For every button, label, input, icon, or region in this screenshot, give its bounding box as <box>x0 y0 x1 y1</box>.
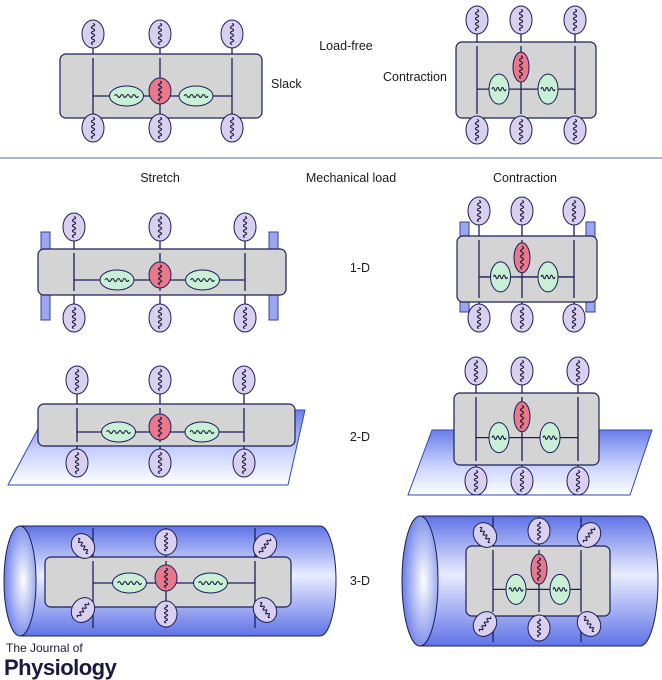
stretch-2d-connector-icon <box>65 365 89 395</box>
contraction-loadfree-connector-icon <box>563 115 587 145</box>
label-contraction-header: Contraction <box>493 171 557 185</box>
contraction-1d-green-connector <box>537 261 559 293</box>
contraction-2d-connector-icon <box>566 466 590 496</box>
stretch-1d-connector-icon <box>62 212 86 242</box>
contraction-2d-red-connector <box>513 401 531 433</box>
label-slack: Slack <box>271 77 302 91</box>
contraction-loadfree-connector-icon <box>465 5 489 35</box>
contraction-1d-connector-icon <box>510 303 534 333</box>
label-load-free: Load-free <box>319 39 373 53</box>
contraction-3d-connector-icon <box>472 611 498 637</box>
stretch-3d-red-connector <box>154 564 178 592</box>
slack-connector-icon <box>81 113 105 143</box>
stretch-1d-connector-icon <box>148 303 172 333</box>
contraction-loadfree-green-connector <box>488 73 510 105</box>
logo-line1: The Journal of <box>6 641 83 655</box>
contraction-loadfree-connector-icon <box>563 5 587 35</box>
contraction-2d-connector-icon <box>510 466 534 496</box>
contraction-loadfree-connector-icon <box>509 115 533 145</box>
label-mechanical-load: Mechanical load <box>306 171 396 185</box>
stretch-1d-green-connector <box>99 269 135 291</box>
contraction-2d-connector-icon <box>566 356 590 386</box>
contraction-1d-connector-icon <box>562 303 586 333</box>
contraction-2d-green-connector <box>488 422 510 454</box>
stretch-1d-connector-icon <box>148 212 172 242</box>
contraction-1d-red-connector <box>513 242 531 274</box>
stretch-3d-green-connector <box>112 572 147 594</box>
stretch-2d-connector-icon <box>148 448 172 478</box>
contraction-3d-connector-icon <box>472 522 498 548</box>
slack-green-connector <box>178 85 214 107</box>
stretch-2d-connector-icon <box>148 365 172 395</box>
contraction-3d-green-connector <box>505 573 527 605</box>
contraction-3d-connector-icon <box>576 522 602 548</box>
stretch-3d-connector-icon <box>252 597 278 623</box>
stretch-3d-connector-icon <box>70 597 96 623</box>
journal-logo: The Journal of Physiology <box>4 641 118 680</box>
contraction-loadfree-connector-icon <box>509 5 533 35</box>
contraction-1d-connector-icon <box>467 303 491 333</box>
label-1d: 1-D <box>350 261 370 275</box>
label-3d: 3-D <box>350 574 370 588</box>
contraction-1d-connector-icon <box>510 196 534 226</box>
stretch-1d-connector-icon <box>233 212 257 242</box>
stretch-2d-green-connector <box>101 421 136 443</box>
contraction-1d-green-connector <box>490 261 511 293</box>
contraction-3d-green-connector <box>549 573 571 605</box>
label-stretch: Stretch <box>140 171 180 185</box>
slack-connector-icon <box>148 113 172 143</box>
stretch-1d-connector-icon <box>233 303 257 333</box>
slack-connector-icon <box>220 19 244 49</box>
contraction-2d-connector-icon <box>464 356 488 386</box>
contraction-2d-green-connector <box>539 422 561 454</box>
contraction-2d-connector-icon <box>464 466 488 496</box>
contraction-loadfree-connector-icon <box>465 115 489 145</box>
logo-line2: Physiology <box>4 655 118 680</box>
contraction-3d-connector-icon <box>576 611 602 637</box>
contraction-1d-connector-icon <box>562 196 586 226</box>
stretch-1d-red-connector <box>148 261 172 289</box>
stretch-2d-green-connector <box>184 421 220 443</box>
stretch-2d-red-connector <box>148 413 172 441</box>
contraction-3d-connector-icon <box>527 517 551 545</box>
label-contraction-top: Contraction <box>383 70 447 84</box>
stretch-3d-connector-icon <box>70 533 96 559</box>
stretch-3d-connector-icon <box>154 600 178 628</box>
stretch-1d-green-connector <box>185 269 220 291</box>
slack-connector-icon <box>81 19 105 49</box>
contraction-3d-connector-icon <box>527 614 551 642</box>
stretch-2d-connector-icon <box>232 365 256 395</box>
contraction-loadfree-green-connector <box>537 73 559 105</box>
slack-connector-icon <box>220 113 244 143</box>
stretch-2d-connector-icon <box>232 448 256 478</box>
contraction-3d-red-connector <box>530 553 548 585</box>
stretch-3d-green-connector <box>193 572 228 594</box>
label-2d: 2-D <box>350 430 370 444</box>
contraction-2d-connector-icon <box>510 356 534 386</box>
stretch-2d-connector-icon <box>65 448 89 478</box>
slack-green-connector <box>109 85 144 107</box>
contraction-1d-connector-icon <box>467 196 491 226</box>
stretch-1d-connector-icon <box>62 303 86 333</box>
contraction-loadfree-red-connector <box>512 51 530 83</box>
slack-red-connector <box>148 77 172 105</box>
stretch-3d-connector-icon <box>154 528 178 556</box>
cells-layer <box>37 5 611 642</box>
stretch-3d-connector-icon <box>252 533 278 559</box>
slack-connector-icon <box>148 19 172 49</box>
